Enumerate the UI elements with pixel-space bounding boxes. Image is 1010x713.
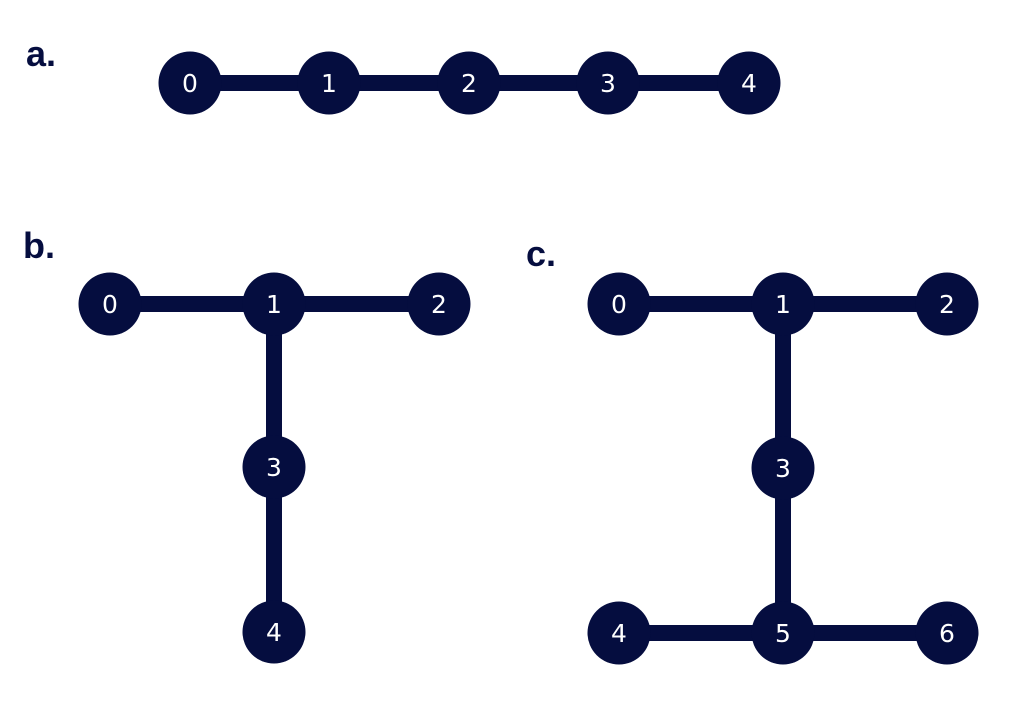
node-circle xyxy=(915,601,979,665)
graph-node: 1 xyxy=(751,272,815,336)
node-circle xyxy=(78,272,142,336)
graph-node: 0 xyxy=(158,51,222,115)
graph-node: 0 xyxy=(587,272,651,336)
node-circle xyxy=(297,51,361,115)
graph-node: 4 xyxy=(587,601,651,665)
panel-2: c. 0 1 2 3 4 5 6 xyxy=(526,233,979,665)
graph-node: 2 xyxy=(915,272,979,336)
node-circle xyxy=(407,272,471,336)
panel-label: a. xyxy=(26,33,56,74)
graph-node: 6 xyxy=(915,601,979,665)
node-label: 2 xyxy=(431,290,447,319)
graph-node: 2 xyxy=(437,51,501,115)
panel-1: b. 0 1 2 3 4 xyxy=(23,225,471,664)
graph-node: 3 xyxy=(576,51,640,115)
node-label: 4 xyxy=(266,618,282,647)
node-label: 6 xyxy=(939,619,955,648)
node-label: 0 xyxy=(182,69,198,98)
panel-label: c. xyxy=(526,233,556,274)
node-label: 4 xyxy=(741,69,757,98)
node-label: 1 xyxy=(266,290,282,319)
graph-node: 2 xyxy=(407,272,471,336)
node-label: 4 xyxy=(611,619,627,648)
panel-0: a. 0 1 2 3 4 xyxy=(26,33,781,115)
node-label: 2 xyxy=(939,290,955,319)
node-circle xyxy=(751,436,815,500)
graph-node: 4 xyxy=(242,600,306,664)
node-label: 2 xyxy=(461,69,477,98)
node-circle xyxy=(437,51,501,115)
node-label: 3 xyxy=(266,453,282,482)
node-circle xyxy=(717,51,781,115)
graph-node: 1 xyxy=(297,51,361,115)
graph-node: 5 xyxy=(751,601,815,665)
node-label: 1 xyxy=(321,69,337,98)
panel-label: b. xyxy=(23,225,55,266)
node-label: 1 xyxy=(775,290,791,319)
node-circle xyxy=(587,272,651,336)
node-label: 0 xyxy=(102,290,118,319)
graph-node: 3 xyxy=(242,435,306,499)
node-circle xyxy=(751,272,815,336)
graph-node: 3 xyxy=(751,436,815,500)
node-label: 3 xyxy=(775,454,791,483)
graph-node: 4 xyxy=(717,51,781,115)
graph-node: 0 xyxy=(78,272,142,336)
node-circle xyxy=(751,601,815,665)
graph-node: 1 xyxy=(242,272,306,336)
node-circle xyxy=(242,272,306,336)
node-circle xyxy=(242,435,306,499)
node-circle xyxy=(587,601,651,665)
node-label: 3 xyxy=(600,69,616,98)
node-circle xyxy=(915,272,979,336)
node-circle xyxy=(158,51,222,115)
node-circle xyxy=(576,51,640,115)
node-label: 5 xyxy=(775,619,791,648)
node-label: 0 xyxy=(611,290,627,319)
node-circle xyxy=(242,600,306,664)
